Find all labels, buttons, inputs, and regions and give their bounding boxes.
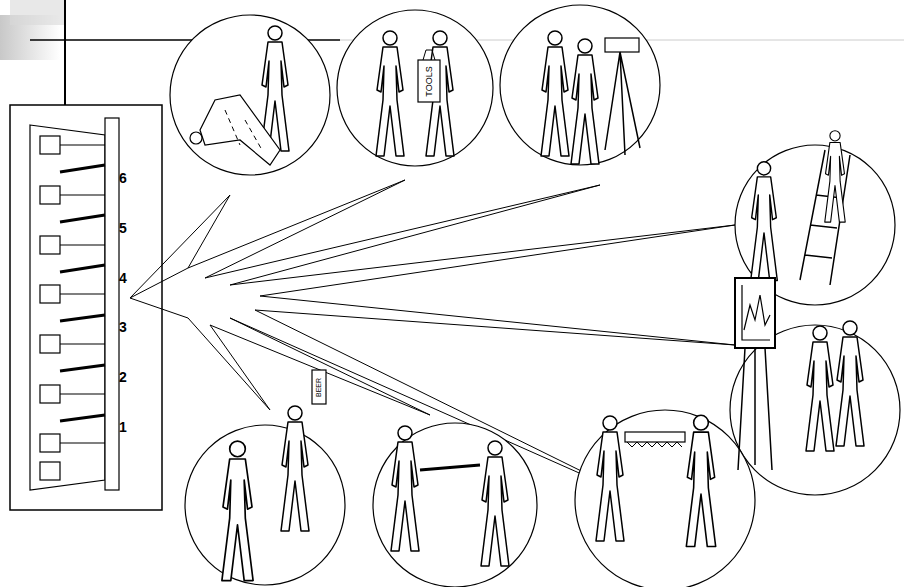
can-label: BEER (316, 377, 323, 396)
callout-number: 3 (119, 320, 127, 334)
callout-number: 2 (119, 370, 127, 384)
box-label: TOOLS (424, 66, 433, 96)
callout-number: 1 (119, 420, 127, 434)
callout-number: 6 (119, 171, 127, 185)
callout-number: 4 (119, 271, 127, 285)
callout-number: 5 (119, 221, 127, 235)
